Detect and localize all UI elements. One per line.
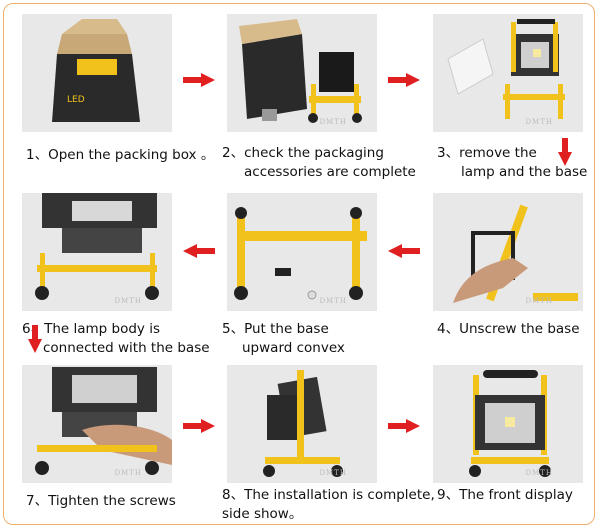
photo-step-4: DMTH: [433, 193, 583, 311]
watermark: DMTH: [319, 297, 347, 305]
photo-step-3: DMTH: [433, 14, 583, 132]
caption-step-4: 4、Unscrew the base: [437, 321, 580, 337]
watermark: DMTH: [525, 297, 553, 305]
caption-step-8: 8、The installation is complete, side sho…: [222, 487, 435, 522]
photo-step-1: LED: [22, 14, 172, 132]
arrow-down-icon: [558, 138, 572, 166]
caption-step-7: 7、Tighten the screws: [26, 493, 176, 509]
arrow-right-icon: [388, 73, 420, 87]
arrow-right-icon: [183, 419, 215, 433]
photo-step-2: DMTH: [227, 14, 377, 132]
watermark: DMTH: [114, 297, 142, 305]
caption-step-6: 6、The lamp body is connected with the ba…: [22, 321, 210, 356]
arrow-down-icon: [28, 325, 42, 353]
photo-step-8: DMTH: [227, 365, 377, 483]
watermark: DMTH: [319, 469, 347, 477]
caption-step-1: 1、Open the packing box 。: [26, 147, 215, 163]
watermark: DMTH: [319, 118, 347, 126]
arrow-left-icon: [183, 244, 215, 258]
watermark: DMTH: [525, 118, 553, 126]
caption-step-9: 9、The front display: [437, 487, 573, 503]
arrow-left-icon: [388, 244, 420, 258]
photo-step-6: DMTH: [22, 193, 172, 311]
watermark: DMTH: [114, 469, 142, 477]
watermark: DMTH: [525, 469, 553, 477]
photo-step-5: DMTH: [227, 193, 377, 311]
arrow-right-icon: [183, 73, 215, 87]
caption-step-2: 2、check the packaging accessories are co…: [222, 145, 416, 180]
photo-step-7: DMTH: [22, 365, 172, 483]
outer-frame: [3, 3, 595, 525]
caption-step-5: 5、Put the base upward convex: [222, 321, 345, 356]
photo-step-9: DMTH: [433, 365, 583, 483]
box-label: LED: [67, 95, 85, 105]
caption-step-3: 3、remove the lamp and the base: [437, 145, 588, 180]
arrow-right-icon: [388, 419, 420, 433]
